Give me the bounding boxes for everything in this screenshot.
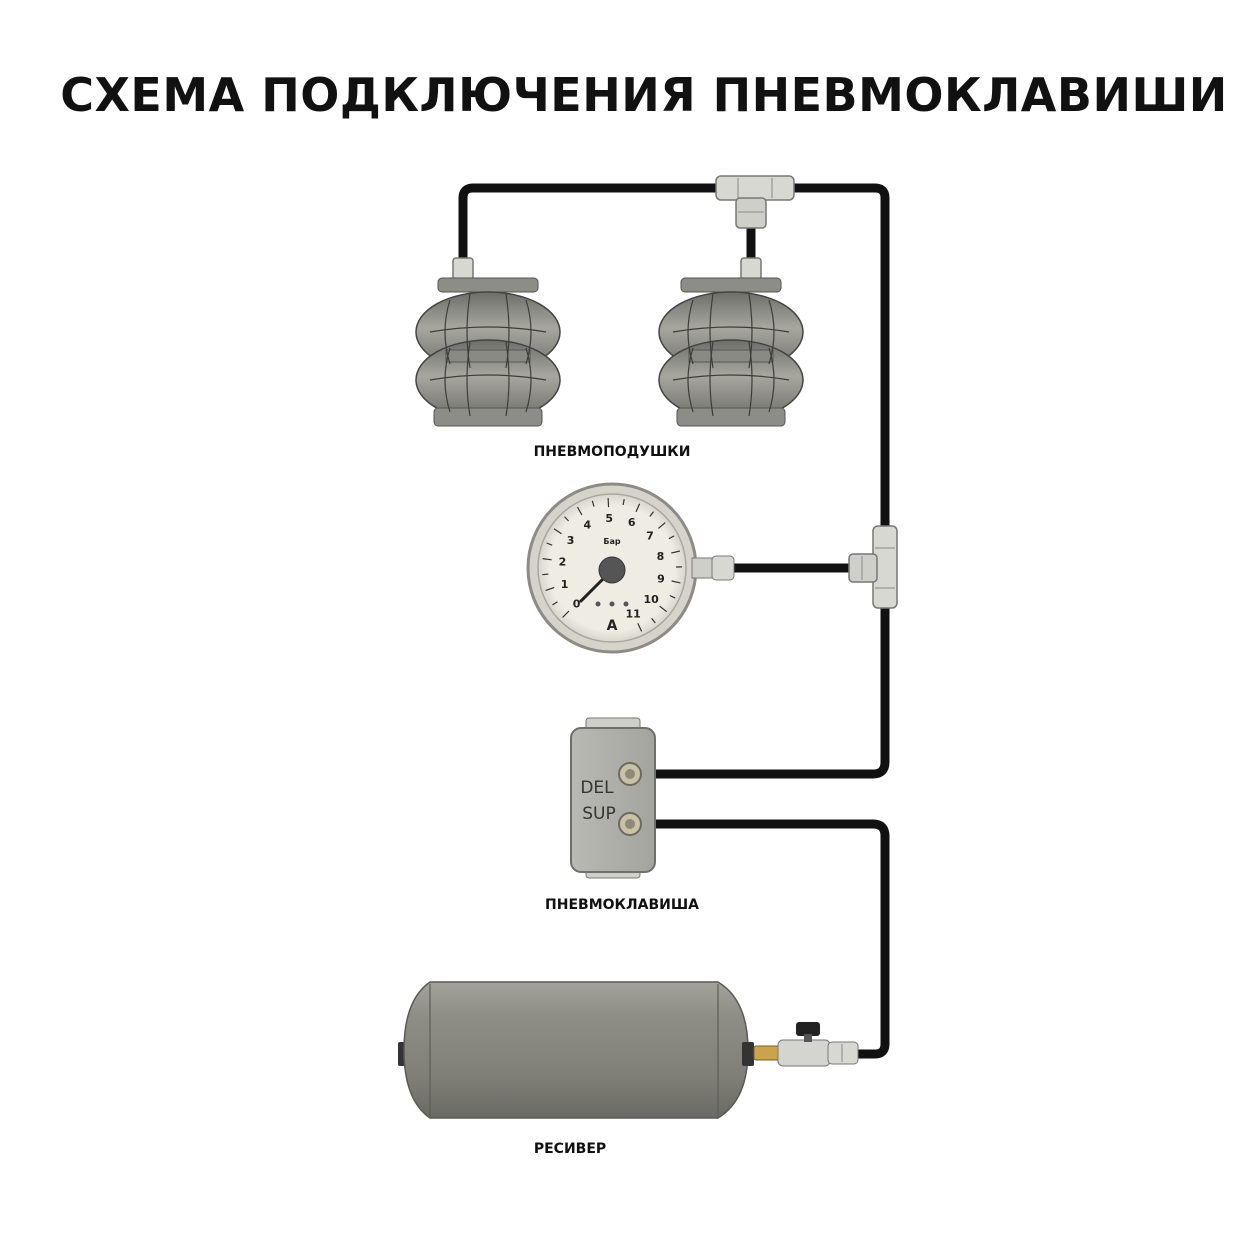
label-switch: ПНЕВМОКЛАВИША [545,897,699,913]
label-air-springs: ПНЕВМОПОДУШКИ [533,444,691,460]
gauge-tick [591,500,595,507]
gauge-scale-number: 3 [567,534,575,547]
hose-sup [635,819,890,1059]
gauge-scale-number: 10 [643,593,659,606]
gauge-tick [668,535,675,540]
receiver-tank [398,981,754,1119]
gauge-scale-number: 1 [561,578,569,591]
air-spring-left [415,257,561,427]
label-receiver: РЕСИВЕР [533,1141,607,1157]
hose-del [635,601,890,779]
gauge-tick [659,605,668,613]
gauge-tick [651,617,656,624]
ball-valve [753,1022,859,1067]
gauge-scale-number: 11 [625,607,640,620]
gauge-unit-label: Бар [603,537,620,546]
gauge-tick [552,601,558,606]
gauge-tick [671,550,681,554]
gauge-tick [546,542,553,546]
gauge-tick [671,580,681,584]
gauge-scale-number: 0 [573,597,581,610]
gauge-scale-number: 6 [628,516,636,529]
gauge-tick [576,506,583,516]
gauge-tick [658,522,666,529]
gauge-scale-number: 4 [583,519,591,532]
gauge-logo: A [607,618,618,634]
pneumatic-switch: DEL SUP [570,717,656,879]
gauge-tick [562,610,570,618]
gauge-tick [635,503,641,513]
gauge-tee-fitting [848,525,898,609]
gauge-tick [553,528,562,535]
gauge-scale-number: 5 [605,512,613,525]
gauge-tick [669,594,676,599]
gauge-tick [637,623,643,632]
top-tee-fitting [715,175,795,229]
port-label-del: DEL [580,778,614,798]
diagram-title: СХЕМА ПОДКЛЮЧЕНИЯ ПНЕВМОКЛАВИШИ [60,68,1228,122]
gauge-tick [564,516,570,522]
air-spring-right [658,257,804,427]
gauge-tick [542,558,552,561]
gauge-tick [545,586,555,591]
hoses [458,183,890,1059]
port-label-sup: SUP [582,804,616,824]
gauge-tick [607,498,610,508]
gauge-scale-number: 2 [559,555,567,568]
gauge-scale-number: 7 [646,530,654,543]
gauge-scale-number: 9 [657,573,665,586]
gauge-tick [542,573,549,576]
gauge-scale-number: 8 [657,550,665,563]
gauge-tick [622,498,625,506]
hose-top [458,183,890,535]
gauge-tick [649,511,654,517]
